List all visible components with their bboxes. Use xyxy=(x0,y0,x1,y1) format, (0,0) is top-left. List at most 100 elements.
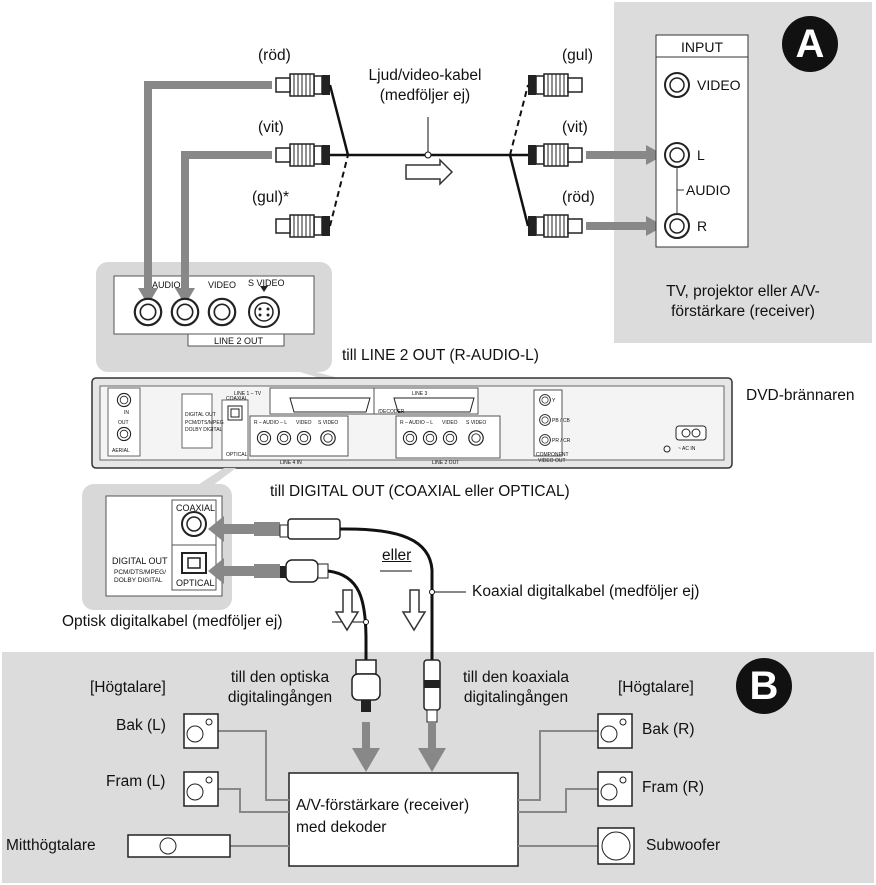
dvd-rear-panel xyxy=(91,377,733,469)
left-white-label: (vit) xyxy=(258,119,284,136)
left-white-plug xyxy=(275,143,331,167)
rear-line2-svideo-label: S VIDEO xyxy=(466,420,487,426)
tv-r-jack xyxy=(664,213,690,239)
zoom-audio-r-jack xyxy=(133,297,163,327)
tv-input-panel xyxy=(655,34,749,248)
optical-cable xyxy=(327,569,368,660)
zoom-video-label: VIDEO xyxy=(208,280,237,290)
rear-line4-svideo-label: S VIDEO xyxy=(318,420,339,426)
coax-plug-top xyxy=(279,518,341,540)
speaker-mitt xyxy=(127,834,231,858)
till-digital-label: till DIGITAL OUT (COAXIAL eller OPTICAL) xyxy=(270,483,570,500)
zoom-optical-label: OPTICAL xyxy=(176,578,215,588)
till-opt-2: digitalingången xyxy=(227,689,333,706)
rear-y-label: Y xyxy=(552,398,556,404)
rear-decoder-label: /DECODER xyxy=(378,409,405,415)
av-cable-label-2: (medföljer ej) xyxy=(379,87,471,104)
zoom-line2out-label: LINE 2 OUT xyxy=(214,336,264,346)
till-koax-2: digitalingången xyxy=(463,689,569,706)
rear-video-out-label: VIDEO OUT xyxy=(538,458,566,464)
right-red-plug xyxy=(527,214,583,238)
speaker-subwoofer xyxy=(597,827,635,865)
zoom-coaxial-jack xyxy=(181,511,207,537)
speaker-bak-r xyxy=(597,713,633,749)
bak-l-label: Bak (L) xyxy=(116,717,166,734)
rear-line4-audio-label: R – AUDIO – L xyxy=(254,420,288,426)
rear-line2-audio-label: R – AUDIO – L xyxy=(400,420,434,426)
av-cable-label-1: Ljud/video-kabel xyxy=(368,67,482,84)
rear-line2out-label: LINE 2 OUT xyxy=(432,460,460,466)
opt-cable-label: Optisk digitalkabel (medföljer ej) xyxy=(62,613,283,630)
zoom-svideo-label: S VIDEO xyxy=(248,278,285,288)
left-yellow-plug xyxy=(275,214,331,238)
rear-formats-label: PCM/DTS/MPEG xyxy=(185,420,224,426)
rear-line1-label: LINE 1 – TV xyxy=(234,391,262,397)
zoom-svideo-jack xyxy=(248,286,280,328)
speaker-fram-r xyxy=(597,771,633,807)
rear-line3-label: LINE 3 xyxy=(412,391,428,397)
rear-digital-out-label: DIGITAL OUT xyxy=(185,412,216,418)
tv-input-header: INPUT xyxy=(681,39,723,55)
zoom-video-jack xyxy=(207,297,237,327)
tv-l-jack xyxy=(664,142,690,168)
zoom-formats-2: DOLBY DIGITAL xyxy=(114,577,163,584)
zoom-audio-label: AUDIO xyxy=(152,280,181,290)
tv-audio-label: AUDIO xyxy=(686,182,731,198)
coax-plug-bottom xyxy=(423,659,441,723)
signal-flow-arrow xyxy=(405,158,454,186)
rear-in-label: IN xyxy=(124,410,129,416)
zoom-coaxial-label: COAXIAL xyxy=(176,503,216,513)
zoom-digital-out-label: DIGITAL OUT xyxy=(112,556,168,566)
rear-out-label: OUT xyxy=(118,420,129,426)
left-yellow-label: (gul)* xyxy=(252,189,290,206)
rear-component-label: COMPONENT xyxy=(536,452,569,458)
left-red-plug xyxy=(275,73,331,97)
fram-r-label: Fram (R) xyxy=(642,779,704,796)
badge-b: B xyxy=(736,658,792,714)
zoom-audio-l-jack xyxy=(170,297,200,327)
rear-coaxial-label: COAXIAL xyxy=(226,396,248,402)
rear-ac-in-label: ~ AC IN xyxy=(678,446,696,452)
right-white-plug xyxy=(527,143,583,167)
right-speaker-header: [Högtalare] xyxy=(618,679,694,696)
optical-plug-bottom xyxy=(351,659,381,712)
right-yellow-label: (gul) xyxy=(562,47,594,64)
badge-a: A xyxy=(782,16,838,72)
rear-line4-video-label: VIDEO xyxy=(296,420,312,426)
speaker-fram-l xyxy=(183,771,219,807)
till-line2-label: till LINE 2 OUT (R-AUDIO-L) xyxy=(342,347,539,364)
coaxial-cable xyxy=(339,527,434,660)
rear-optical-label: OPTICAL xyxy=(226,452,248,458)
right-white-label: (vit) xyxy=(562,119,588,136)
till-opt-1: till den optiska xyxy=(230,669,330,686)
till-koax-1: till den koaxiala xyxy=(463,669,569,686)
receiver-line1: A/V-förstärkare (receiver) xyxy=(296,797,470,814)
right-yellow-plug xyxy=(527,73,583,97)
zoom-optical-jack xyxy=(181,552,207,574)
rear-line2-video-label: VIDEO xyxy=(442,420,458,426)
tv-r-label: R xyxy=(697,218,708,234)
left-speaker-header: [Högtalare] xyxy=(90,679,166,696)
rear-line4in-label: LINE 4 IN xyxy=(280,460,302,466)
bak-r-label: Bak (R) xyxy=(642,721,695,738)
left-red-label: (röd) xyxy=(258,47,291,64)
tv-video-label: VIDEO xyxy=(697,77,741,93)
receiver-line2: med dekoder xyxy=(296,819,387,836)
fram-l-label: Fram (L) xyxy=(106,773,166,790)
tv-l-label: L xyxy=(697,147,705,163)
rear-pb-label: PB / CB xyxy=(552,418,570,424)
eller-label: eller xyxy=(382,547,412,564)
tv-video-jack xyxy=(664,72,690,98)
dvd-label: DVD-brännaren xyxy=(746,387,855,404)
right-red-label: (röd) xyxy=(562,189,595,206)
rear-dolby-label: DOLBY DIGITAL xyxy=(185,427,223,433)
tv-caption-2: förstärkare (receiver) xyxy=(671,303,815,320)
rear-pr-label: PR / CR xyxy=(552,438,571,444)
speaker-bak-l xyxy=(183,713,219,749)
optical-plug-top xyxy=(280,559,329,583)
subwoofer-label: Subwoofer xyxy=(646,837,721,854)
koax-cable-label: Koaxial digitalkabel (medföljer ej) xyxy=(472,583,700,600)
zoom-formats-1: PCM/DTS/MPEG/ xyxy=(114,569,167,576)
